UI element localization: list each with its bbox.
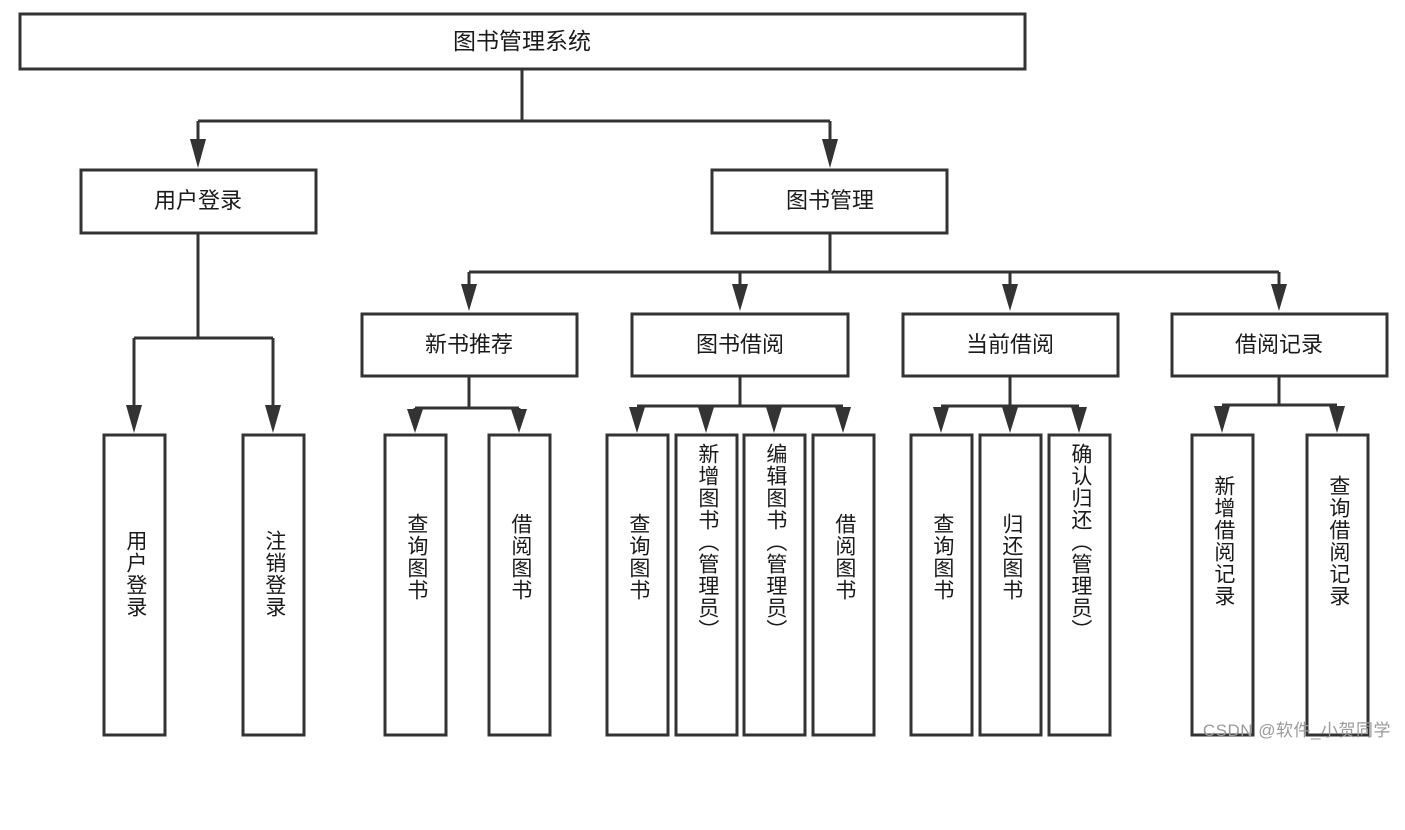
connector-group-book-mgmt <box>461 233 1287 311</box>
leaf-box-logout[interactable] <box>241 433 306 737</box>
arrow-head-newbook-leaf2 <box>511 409 527 433</box>
leaf-box-add-record[interactable] <box>1190 433 1255 737</box>
arrow-head-borrowrecord-leaf1 <box>1214 406 1230 433</box>
node-book-borrow[interactable]: 图书借阅 <box>630 312 850 378</box>
arrow-head-bookborrow-leaf2 <box>698 407 714 433</box>
arrow-head-book-borrow <box>732 284 748 311</box>
arrow-head-currentborrow-leaf1 <box>933 407 949 433</box>
node-current-borrow[interactable]: 当前借阅 <box>901 312 1120 378</box>
node-book-borrow-box[interactable] <box>630 312 850 378</box>
node-borrow-record-box[interactable] <box>1170 312 1389 378</box>
node-user-login-box[interactable] <box>79 168 318 235</box>
leaf-box-borrow-book-2[interactable] <box>811 433 876 737</box>
node-book-management[interactable]: 图书管理 <box>710 168 949 235</box>
arrow-head-currentborrow-leaf3 <box>1071 407 1087 433</box>
connector-group-current-borrow <box>933 376 1087 433</box>
leaf-box-edit-book[interactable] <box>742 433 807 737</box>
arrow-head-newbook-leaf1 <box>407 409 423 433</box>
leaf-box-query-book-3[interactable] <box>909 433 974 737</box>
node-new-book-recommend[interactable]: 新书推荐 <box>360 312 579 378</box>
diagram-root: 图书管理系统 用户登录 图书管理 新书推荐 图书借阅 当前借阅 借阅记录 <box>18 12 1391 740</box>
arrow-head-book-mgmt <box>822 139 838 168</box>
watermark: CSDN @软件_小贺同学 <box>1202 721 1391 740</box>
node-user-login-label: 用户登录 <box>154 188 242 213</box>
node-new-book-recommend-box[interactable] <box>360 312 579 378</box>
leaf-box-return-book[interactable] <box>978 433 1043 737</box>
leaf-box-confirm-return[interactable] <box>1047 433 1112 737</box>
diagram-canvas: 图书管理系统 用户登录 图书管理 新书推荐 图书借阅 当前借阅 借阅记录 <box>18 12 1389 737</box>
connector-group-new-book <box>407 376 527 433</box>
leaf-box-query-book-1[interactable] <box>383 433 448 737</box>
connector-group-root <box>190 69 838 168</box>
node-root-box[interactable] <box>18 12 1027 71</box>
node-book-management-label: 图书管理 <box>786 188 874 213</box>
node-book-management-box[interactable] <box>710 168 949 235</box>
leaf-box-borrow-book-1[interactable] <box>487 433 552 737</box>
arrow-head-new-book <box>461 284 477 311</box>
node-new-book-recommend-label: 新书推荐 <box>425 332 513 357</box>
node-current-borrow-box[interactable] <box>901 312 1120 378</box>
node-book-borrow-label: 图书借阅 <box>696 332 784 357</box>
node-current-borrow-label: 当前借阅 <box>966 332 1054 357</box>
arrow-head-leaf-logout <box>265 405 281 433</box>
node-borrow-record-label: 借阅记录 <box>1235 332 1323 357</box>
arrow-head-current-borrow <box>1002 284 1018 311</box>
leaf-box-query-book-2[interactable] <box>605 433 670 737</box>
node-root[interactable]: 图书管理系统 <box>18 12 1027 71</box>
leaf-box-user-login[interactable] <box>102 433 167 737</box>
arrow-head-bookborrow-leaf1 <box>629 407 645 433</box>
leaf-box-add-book[interactable] <box>674 433 739 737</box>
arrow-head-currentborrow-leaf2 <box>1002 407 1018 433</box>
arrow-head-borrow-record <box>1271 284 1287 311</box>
leaf-box-query-record[interactable] <box>1305 433 1370 737</box>
connector-group-user-login <box>126 233 281 433</box>
node-user-login[interactable]: 用户登录 <box>79 168 318 235</box>
arrow-head-bookborrow-leaf3 <box>766 407 782 433</box>
node-root-label: 图书管理系统 <box>453 28 591 54</box>
arrow-head-bookborrow-leaf4 <box>835 407 851 433</box>
arrow-head-leaf-user-login <box>126 405 142 433</box>
connector-group-book-borrow <box>629 376 851 433</box>
connector-group-borrow-record <box>1214 376 1345 433</box>
node-borrow-record[interactable]: 借阅记录 <box>1170 312 1389 378</box>
arrow-head-user-login <box>190 139 206 168</box>
arrow-head-borrowrecord-leaf2 <box>1329 406 1345 433</box>
